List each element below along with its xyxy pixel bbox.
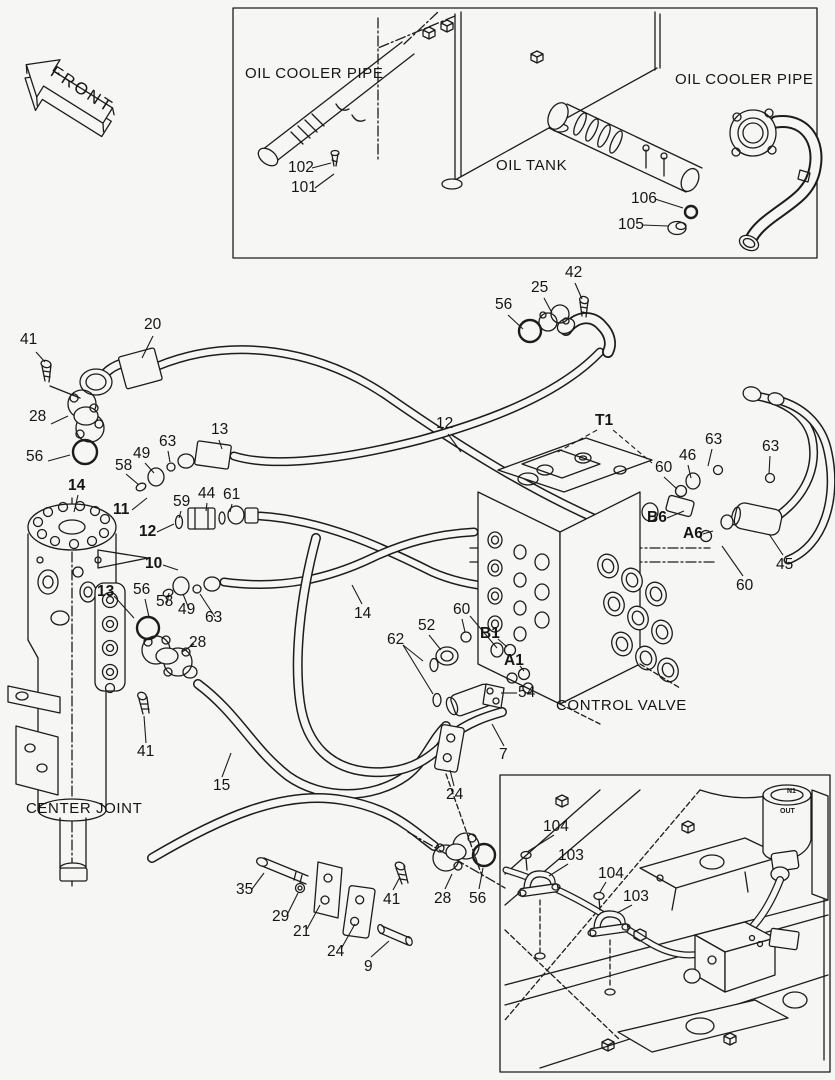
section-label: CONTROL VALVE xyxy=(556,697,687,714)
part-callout-60: 60 xyxy=(655,459,673,476)
part-callout-14: 14 xyxy=(354,605,372,622)
part-callout-24: 24 xyxy=(327,943,345,960)
part-callout-41: 41 xyxy=(383,891,401,908)
part-callout-T1: T1 xyxy=(595,412,614,429)
part-callout-58: 58 xyxy=(156,593,174,610)
part-callout-63: 63 xyxy=(705,431,723,448)
part-callout-14: 14 xyxy=(68,477,86,494)
top-detail-inset xyxy=(232,7,823,259)
part-callout-12: 12 xyxy=(436,415,454,432)
part-callout-42: 42 xyxy=(565,264,583,281)
part-callout-49: 49 xyxy=(133,445,151,462)
part-callout-45: 45 xyxy=(776,556,794,573)
part-callout-63: 63 xyxy=(205,609,223,626)
part-callout-52: 52 xyxy=(418,617,436,634)
bottom-clamp-cluster xyxy=(256,831,506,947)
part-callout-B1: B1 xyxy=(480,625,500,642)
section-label: CENTER JOINT xyxy=(26,800,143,817)
part-callout-63: 63 xyxy=(762,438,780,455)
part-callout-35: 35 xyxy=(236,881,254,898)
part-callout-13: 13 xyxy=(211,421,229,438)
part-callout-28: 28 xyxy=(434,890,452,907)
part-callout-11: 11 xyxy=(113,501,130,518)
section-label: OIL COOLER PIPE xyxy=(245,65,384,82)
part-callout-B6: B6 xyxy=(647,509,667,526)
part-callout-58: 58 xyxy=(115,457,133,474)
part-callout-41: 41 xyxy=(20,331,38,348)
part-callout-61: 61 xyxy=(223,486,241,503)
part-callout-7: 7 xyxy=(499,746,508,763)
part-callout-60: 60 xyxy=(453,601,471,618)
section-label: OIL COOLER PIPE xyxy=(675,71,814,88)
part-callout-56: 56 xyxy=(495,296,513,313)
section-label: OIL TANK xyxy=(496,157,568,174)
part-callout-12: 12 xyxy=(139,523,157,540)
part-callout-106: 106 xyxy=(631,190,657,207)
bottom-detail-inset xyxy=(499,774,831,1073)
part-callout-24: 24 xyxy=(446,786,464,803)
part-callout-56: 56 xyxy=(26,448,44,465)
part-callout-59: 59 xyxy=(173,493,191,510)
part-callout-62: 62 xyxy=(387,631,405,648)
part-callout-63: 63 xyxy=(159,433,177,450)
part-callout-10: 10 xyxy=(145,555,163,572)
part-callout-41: 41 xyxy=(137,743,155,760)
part-callout-102: 102 xyxy=(288,159,314,176)
part-callout-56: 56 xyxy=(469,890,487,907)
part-callout-44: 44 xyxy=(198,485,216,502)
part-callout-A1: A1 xyxy=(504,652,524,669)
part-callout-49: 49 xyxy=(178,601,196,618)
part-callout-15: 15 xyxy=(213,777,231,794)
part-callout-29: 29 xyxy=(272,908,290,925)
part-callout-OUT: OUT xyxy=(780,808,795,815)
part-callout-56: 56 xyxy=(133,581,151,598)
part-callout-46: 46 xyxy=(679,447,697,464)
part-callout-28: 28 xyxy=(29,408,47,425)
part-callout-20: 20 xyxy=(144,316,162,333)
part-callout-103: 103 xyxy=(558,847,584,864)
part-callout-103: 103 xyxy=(623,888,649,905)
part-callout-A6: A6 xyxy=(683,525,703,542)
part-callout-105: 105 xyxy=(618,216,644,233)
part-callout-13: 13 xyxy=(97,583,115,600)
part-callout-28: 28 xyxy=(189,634,207,651)
part-callout-104: 104 xyxy=(543,818,569,835)
t1-elbow-assembly xyxy=(517,295,616,358)
front-arrow-icon xyxy=(24,59,115,138)
part-callout-25: 25 xyxy=(531,279,549,296)
part-callout-54: 54 xyxy=(518,684,536,701)
part-callout-9: 9 xyxy=(364,958,373,975)
part-callout-104: 104 xyxy=(598,865,624,882)
part-callout-21: 21 xyxy=(293,923,311,940)
hose-drawing xyxy=(147,345,835,863)
part-callout-60: 60 xyxy=(736,577,754,594)
part-callout-101: 101 xyxy=(291,179,317,196)
lower-fitting-cluster xyxy=(429,631,507,877)
part-callout-N1: N1 xyxy=(787,788,796,795)
center-joint-drawing xyxy=(7,347,259,887)
